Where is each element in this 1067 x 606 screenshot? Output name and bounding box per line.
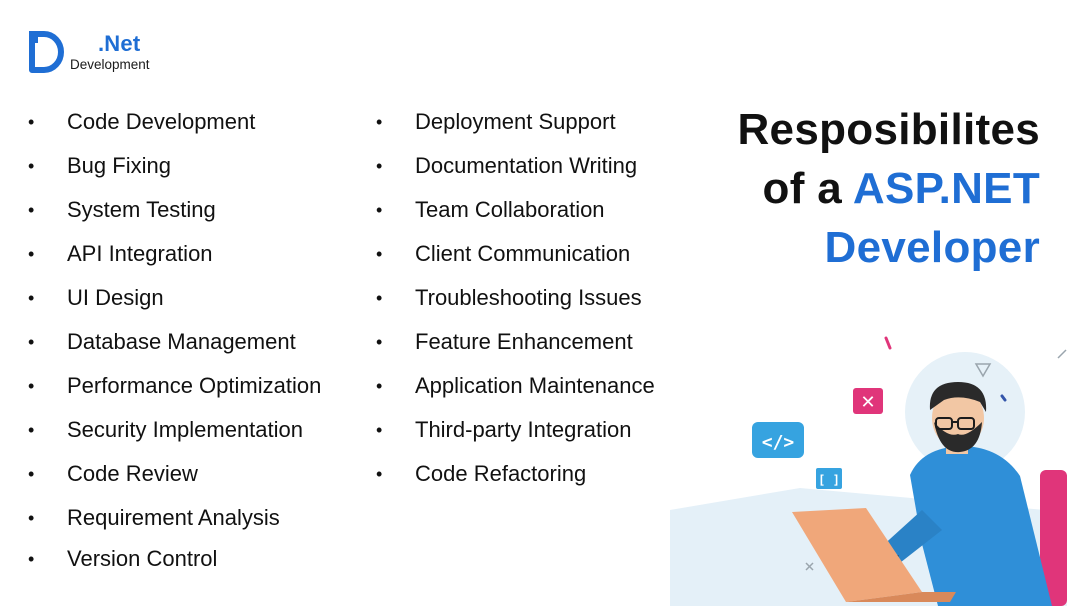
bullet-icon: • xyxy=(28,549,35,569)
bullet-icon: • xyxy=(28,112,35,132)
bullet-icon: • xyxy=(28,244,35,264)
close-tag-icon: ✕ xyxy=(853,388,883,414)
title-line-3: Developer xyxy=(824,223,1040,272)
logo-d-icon xyxy=(29,31,64,73)
list-item-label: Feature Enhancement xyxy=(415,329,633,354)
deco-mark xyxy=(1057,349,1067,359)
brand-logo: .Net Development xyxy=(28,30,198,76)
deco-mark xyxy=(884,336,892,350)
bullet-icon: • xyxy=(28,376,35,396)
brackets-icon: [ ] xyxy=(816,468,842,489)
bullet-icon: • xyxy=(376,156,383,176)
deco-mark xyxy=(1000,394,1007,402)
list-item-label: Code Refactoring xyxy=(415,461,587,486)
list-item-label: System Testing xyxy=(67,197,216,222)
developer-torso xyxy=(910,446,1052,606)
list-item-label: Requirement Analysis xyxy=(67,505,280,530)
bullet-icon: • xyxy=(28,288,35,308)
list-item-label: Code Review xyxy=(67,461,198,486)
developer-beard xyxy=(934,422,982,453)
bullet-icon: • xyxy=(28,420,35,440)
brackets-symbol: [ ] xyxy=(818,473,840,487)
list-item-label: Performance Optimization xyxy=(67,373,322,398)
bullet-icon: • xyxy=(376,376,383,396)
list-item-label: Team Collaboration xyxy=(415,197,605,222)
code-tag-icon: </> xyxy=(752,422,804,458)
glasses-icon xyxy=(935,417,975,430)
bullet-icon: • xyxy=(28,156,35,176)
list-item-label: UI Design xyxy=(67,285,164,310)
laptop-screen xyxy=(792,508,922,602)
list-item-label: Troubleshooting Issues xyxy=(415,285,642,310)
bullet-icon: • xyxy=(28,200,35,220)
list-item-label: Application Maintenance xyxy=(415,373,655,398)
bullet-icon: • xyxy=(376,420,383,440)
bullet-icon: • xyxy=(376,200,383,220)
bullet-icon: • xyxy=(28,464,35,484)
logo-subtitle: Development xyxy=(70,57,150,72)
bullet-icon: • xyxy=(28,332,35,352)
list-item-label: Version Control xyxy=(67,546,218,571)
page-title: Resposibilites of a ASP.NET Developer xyxy=(737,100,1040,277)
laptop-base xyxy=(846,592,956,602)
list-item-label: Client Communication xyxy=(415,241,631,266)
bullet-icon: • xyxy=(376,288,383,308)
list-item-label: Deployment Support xyxy=(415,109,616,134)
bullet-icon: • xyxy=(376,464,383,484)
deco-close-mark xyxy=(805,562,814,571)
developer-illustration: ✕ </> [ ] xyxy=(670,336,1067,606)
list-item-label: Documentation Writing xyxy=(415,153,638,178)
list-item-label: Code Development xyxy=(67,109,256,134)
title-accent: ASP.NET xyxy=(852,164,1040,213)
title-line-2: of a ASP.NET xyxy=(737,159,1040,218)
list-item-label: Third-party Integration xyxy=(415,417,632,442)
list-item-label: Security Implementation xyxy=(67,417,303,442)
bullet-icon: • xyxy=(28,508,35,528)
list-item-label: API Integration xyxy=(67,241,213,266)
bullet-icon: • xyxy=(376,112,383,132)
list-item-label: Bug Fixing xyxy=(67,153,171,178)
logo-brand-text: .Net xyxy=(98,31,141,56)
title-prefix: of a xyxy=(762,164,853,213)
deco-triangle xyxy=(974,363,992,378)
bullet-icon: • xyxy=(376,332,383,352)
bullet-icon: • xyxy=(376,244,383,264)
title-line-1: Resposibilites xyxy=(737,105,1040,154)
chair-back xyxy=(1040,470,1067,606)
code-tag-symbol: </> xyxy=(762,432,795,453)
list-item-label: Database Management xyxy=(67,329,296,354)
developer-arm xyxy=(880,510,942,566)
close-tag-symbol: ✕ xyxy=(860,392,875,413)
developer-hair xyxy=(929,382,987,412)
